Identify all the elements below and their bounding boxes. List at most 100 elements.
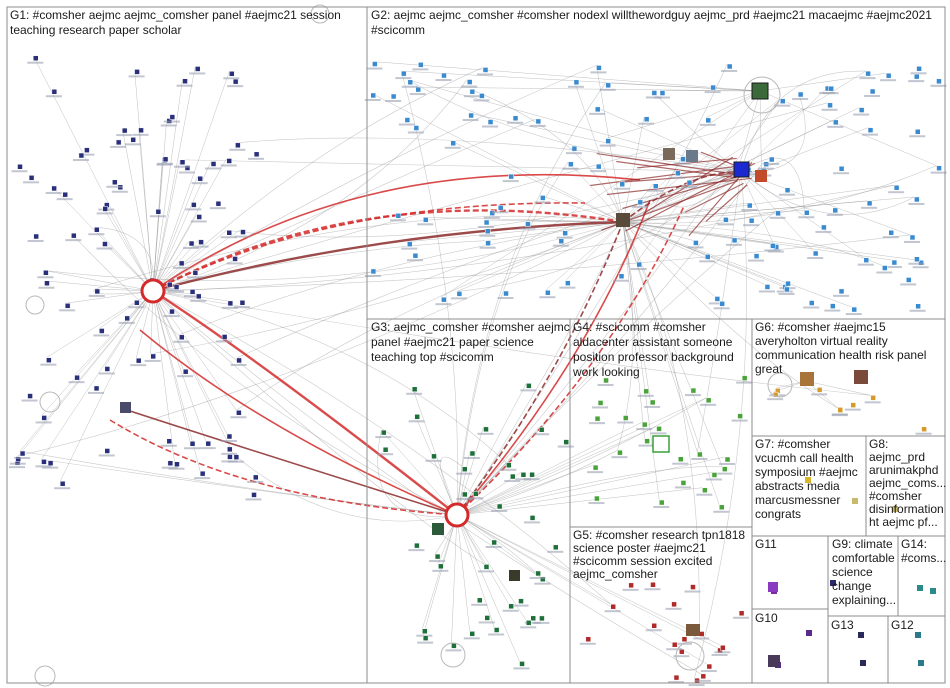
network-node bbox=[462, 467, 467, 472]
node-caption bbox=[445, 649, 461, 651]
network-node bbox=[565, 281, 570, 286]
node-caption bbox=[192, 182, 208, 184]
gray-edge bbox=[153, 157, 163, 291]
network-node bbox=[229, 71, 234, 76]
network-node bbox=[438, 564, 443, 569]
label-line: G6: #comsher #aejmc15 bbox=[755, 320, 886, 334]
node-caption bbox=[845, 409, 861, 411]
network-node bbox=[190, 289, 195, 294]
network-node bbox=[469, 113, 474, 118]
node-caption bbox=[177, 85, 193, 87]
network-node bbox=[526, 620, 531, 625]
network-node bbox=[473, 491, 478, 496]
network-node bbox=[936, 79, 941, 84]
node-caption bbox=[96, 248, 112, 250]
network-node bbox=[915, 632, 921, 638]
node-caption bbox=[888, 191, 904, 193]
node-caption bbox=[185, 208, 201, 210]
network-node bbox=[167, 439, 172, 444]
node-caption bbox=[150, 215, 166, 217]
node-caption bbox=[46, 192, 62, 194]
node-caption bbox=[412, 68, 428, 70]
node-caption bbox=[183, 247, 199, 249]
network-node bbox=[526, 383, 531, 388]
label-line: position professor background bbox=[573, 350, 734, 364]
label-line: G2: aejmc aejmc_comsher #comsher nodexl … bbox=[371, 8, 932, 22]
node-caption bbox=[748, 260, 764, 262]
network-node bbox=[183, 79, 188, 84]
network-node bbox=[914, 74, 919, 79]
node-caption bbox=[467, 497, 483, 499]
network-node bbox=[720, 301, 725, 306]
network-node bbox=[34, 234, 39, 239]
network-node bbox=[48, 461, 53, 466]
label-line: arunimakphd bbox=[869, 463, 938, 477]
gray-edge bbox=[372, 62, 760, 91]
network-node bbox=[722, 467, 727, 472]
node-caption bbox=[520, 626, 536, 628]
profile-image-icon bbox=[120, 402, 131, 413]
node-caption bbox=[390, 219, 406, 221]
node-caption bbox=[514, 667, 530, 669]
network-node bbox=[682, 637, 687, 642]
node-caption bbox=[57, 198, 73, 200]
node-caption bbox=[539, 296, 555, 298]
node-caption bbox=[36, 421, 52, 423]
node-caption bbox=[184, 447, 200, 449]
node-caption bbox=[429, 560, 445, 562]
network-node bbox=[530, 515, 535, 520]
node-caption bbox=[35, 465, 51, 467]
profile-image-icon bbox=[768, 655, 780, 667]
network-node bbox=[451, 643, 456, 648]
node-caption bbox=[803, 307, 819, 309]
network-node bbox=[830, 304, 835, 309]
node-caption bbox=[128, 306, 144, 308]
network-node bbox=[574, 80, 579, 85]
node-caption bbox=[231, 364, 247, 366]
network-node bbox=[691, 388, 696, 393]
node-caption bbox=[669, 177, 685, 179]
group-label-g13: G13 bbox=[831, 618, 854, 632]
network-node bbox=[776, 211, 781, 216]
network-node bbox=[196, 294, 201, 299]
label-line: G11 bbox=[755, 537, 777, 551]
network-node bbox=[702, 488, 707, 493]
profile-image-icon bbox=[663, 148, 675, 160]
gray-edge bbox=[457, 472, 712, 515]
network-node bbox=[531, 616, 536, 621]
network-node bbox=[423, 636, 428, 641]
node-caption bbox=[646, 96, 662, 98]
network-node bbox=[396, 213, 401, 218]
node-caption bbox=[40, 364, 56, 366]
network-node bbox=[922, 427, 927, 432]
network-node bbox=[871, 395, 876, 400]
network-node bbox=[821, 225, 826, 230]
node-caption bbox=[162, 467, 178, 469]
node-caption bbox=[712, 654, 728, 656]
network-node bbox=[867, 201, 872, 206]
node-caption bbox=[598, 384, 614, 386]
node-caption bbox=[714, 307, 730, 309]
node-caption bbox=[693, 637, 709, 639]
node-caption bbox=[435, 303, 451, 305]
gray-edge bbox=[457, 398, 706, 515]
network-node bbox=[240, 300, 245, 305]
node-caption bbox=[589, 422, 605, 424]
node-caption bbox=[401, 248, 417, 250]
group-label-g3: G3: aejmc_comsher #comsher aejmc panel #… bbox=[371, 320, 573, 364]
network-node bbox=[227, 230, 232, 235]
profile-image-icon bbox=[752, 83, 768, 99]
node-caption bbox=[221, 236, 237, 238]
network-node bbox=[785, 188, 790, 193]
label-line: symposium #aejmc bbox=[755, 465, 858, 479]
profile-image-icon bbox=[509, 570, 520, 581]
node-caption bbox=[492, 211, 508, 213]
node-caption bbox=[846, 313, 862, 315]
label-line: great bbox=[755, 362, 783, 376]
network-node bbox=[732, 238, 737, 243]
node-caption bbox=[779, 194, 795, 196]
network-node bbox=[678, 457, 683, 462]
network-node bbox=[28, 394, 33, 399]
node-caption bbox=[617, 422, 633, 424]
